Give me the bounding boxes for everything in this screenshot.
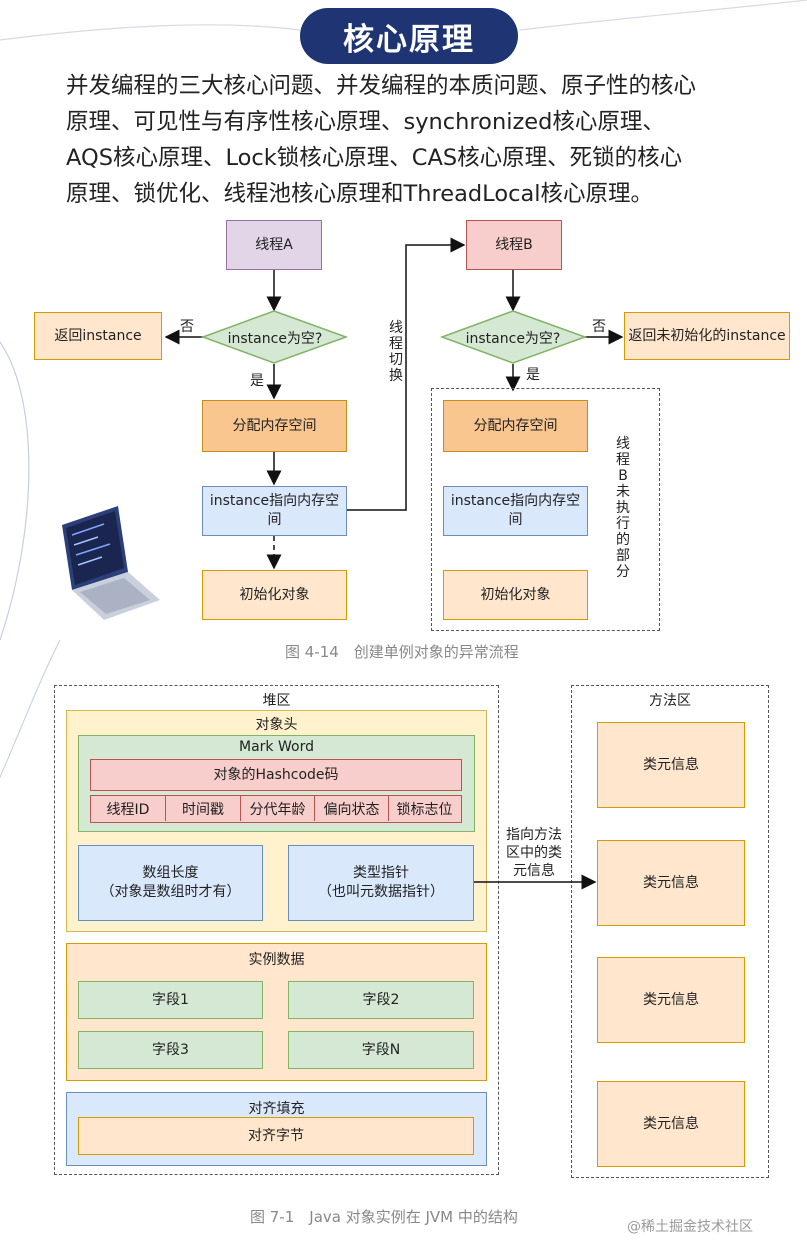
thread-switch-label: 线程切换 [389,320,403,384]
field-cell: 字段N [288,1031,474,1069]
intro-line: 并发编程的三大核心问题、并发编程的本质问题、原子性的核心 [66,73,697,99]
init-object-b-node: 初始化对象 [443,570,588,620]
heap-region [54,685,499,1175]
watermark: @稀土掘金技术社区 [627,1219,753,1235]
init-object-a-node: 初始化对象 [202,570,347,620]
mark-field-cell: 锁标志位 [396,801,453,818]
type-pointer-node: 类型指针 （也叫元数据指针） [288,845,474,921]
figure-caption-1: 图 4-14 创建单例对象的异常流程 [285,643,519,661]
alloc-memory-b-node: 分配内存空间 [443,400,588,452]
method-area-region [571,685,769,1178]
pointer-label-line: 区中的类 [506,845,562,861]
unexecuted-label: 线程B未执行的部分 [616,436,630,580]
padding-title: 对齐填充 [248,1101,305,1117]
mark-field-cell: 分代年龄 [241,796,315,821]
class-info-node: 类元信息 [597,1081,745,1167]
point-memory-a-node: instance指向内存空间 [202,486,347,536]
decision-b-label: instance为空? [465,331,561,347]
array-length-note: （对象是数组时才有） [100,884,241,900]
intro-line: 原理、可见性与有序性核心原理、synchronized核心原理、 [66,109,665,135]
mark-field-cell: 偏向状态 [315,796,389,821]
alloc-memory-a-node: 分配内存空间 [202,400,347,452]
yes-label-b: 是 [526,367,540,383]
heap-title: 堆区 [262,693,291,709]
hashcode-cell: 对象的Hashcode码 [90,759,462,791]
mark-word-title: Mark Word [239,739,314,755]
no-label-b: 否 [592,319,606,335]
padding-bytes-cell: 对齐字节 [78,1117,474,1155]
mark-fields-row: 线程ID 时间戳 分代年龄 偏向状态 锁标志位 [90,795,462,823]
no-label-a: 否 [180,319,194,335]
unexecuted-region [431,388,660,631]
object-header-title: 对象头 [255,717,298,733]
intro-paragraph: 并发编程的三大核心问题、并发编程的本质问题、原子性的核心 原理、可见性与有序性核… [66,68,766,212]
page-title: 核心原理 [300,8,518,64]
pointer-label: 指向方法 区中的类 元信息 [500,826,568,880]
instance-data-title: 实例数据 [248,952,305,968]
type-pointer-label: 类型指针 [353,865,409,881]
decision-a-label: instance为空? [227,331,323,347]
array-length-node: 数组长度 （对象是数组时才有） [78,845,263,921]
field-cell: 字段1 [78,981,263,1019]
intro-line: AQS核心原理、Lock锁核心原理、CAS核心原理、死锁的核心 [66,145,683,171]
field-cell: 字段2 [288,981,474,1019]
pointer-label-line: 指向方法 [506,827,562,843]
intro-line: 原理、锁优化、线程池核心原理和ThreadLocal核心原理。 [66,181,653,207]
mark-field-cell: 时间戳 [166,796,241,821]
class-info-node: 类元信息 [597,840,745,926]
field-cell: 字段3 [78,1031,263,1069]
method-area-title: 方法区 [649,693,691,709]
return-instance-node: 返回instance [34,312,162,360]
type-pointer-note: （也叫元数据指针） [318,884,444,900]
mark-field-cell: 线程ID [91,796,166,821]
return-uninitialized-node: 返回未初始化的instance [624,312,790,360]
pointer-label-line: 元信息 [513,863,555,879]
thread-a-node: 线程A [226,220,322,270]
class-info-node: 类元信息 [597,957,745,1043]
thread-b-node: 线程B [466,220,562,270]
figure-caption-2: 图 7-1 Java 对象实例在 JVM 中的结构 [250,1208,518,1226]
point-memory-b-node: instance指向内存空间 [443,486,588,536]
class-info-node: 类元信息 [597,722,745,808]
array-length-label: 数组长度 [142,865,199,881]
yes-label-a: 是 [250,373,264,389]
